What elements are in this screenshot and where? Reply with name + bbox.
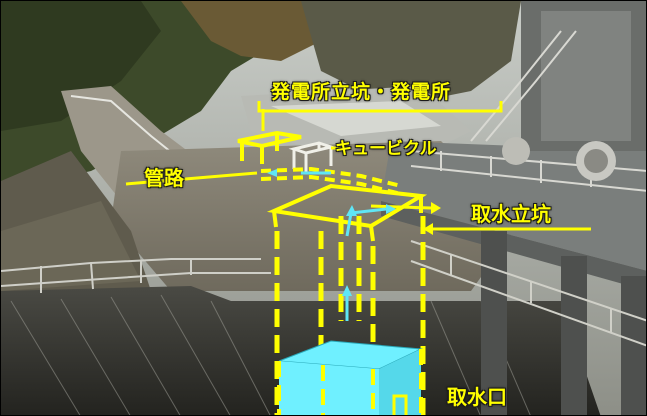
intake-opening [392,394,408,415]
intake-label: 取水口 [447,385,507,409]
powerhouse-outline [237,130,302,149]
water-flow-arrows [301,171,387,321]
pipeline-label: 管路 [144,166,184,190]
pipeline [260,166,402,188]
pipeline-leader [125,171,258,186]
dam-deck [381,141,646,271]
powerhouse-label: 発電所立坑・発電所 [271,81,452,103]
autumn-trees [181,1,331,61]
forest-left [1,1,161,131]
pit-wall [1,286,601,415]
intake-shaft-label: 取水立坑 [471,202,551,226]
cubicle-label: キュービクル [335,139,437,159]
far-hill [301,1,521,101]
intake-shaft-arrow [370,204,432,210]
